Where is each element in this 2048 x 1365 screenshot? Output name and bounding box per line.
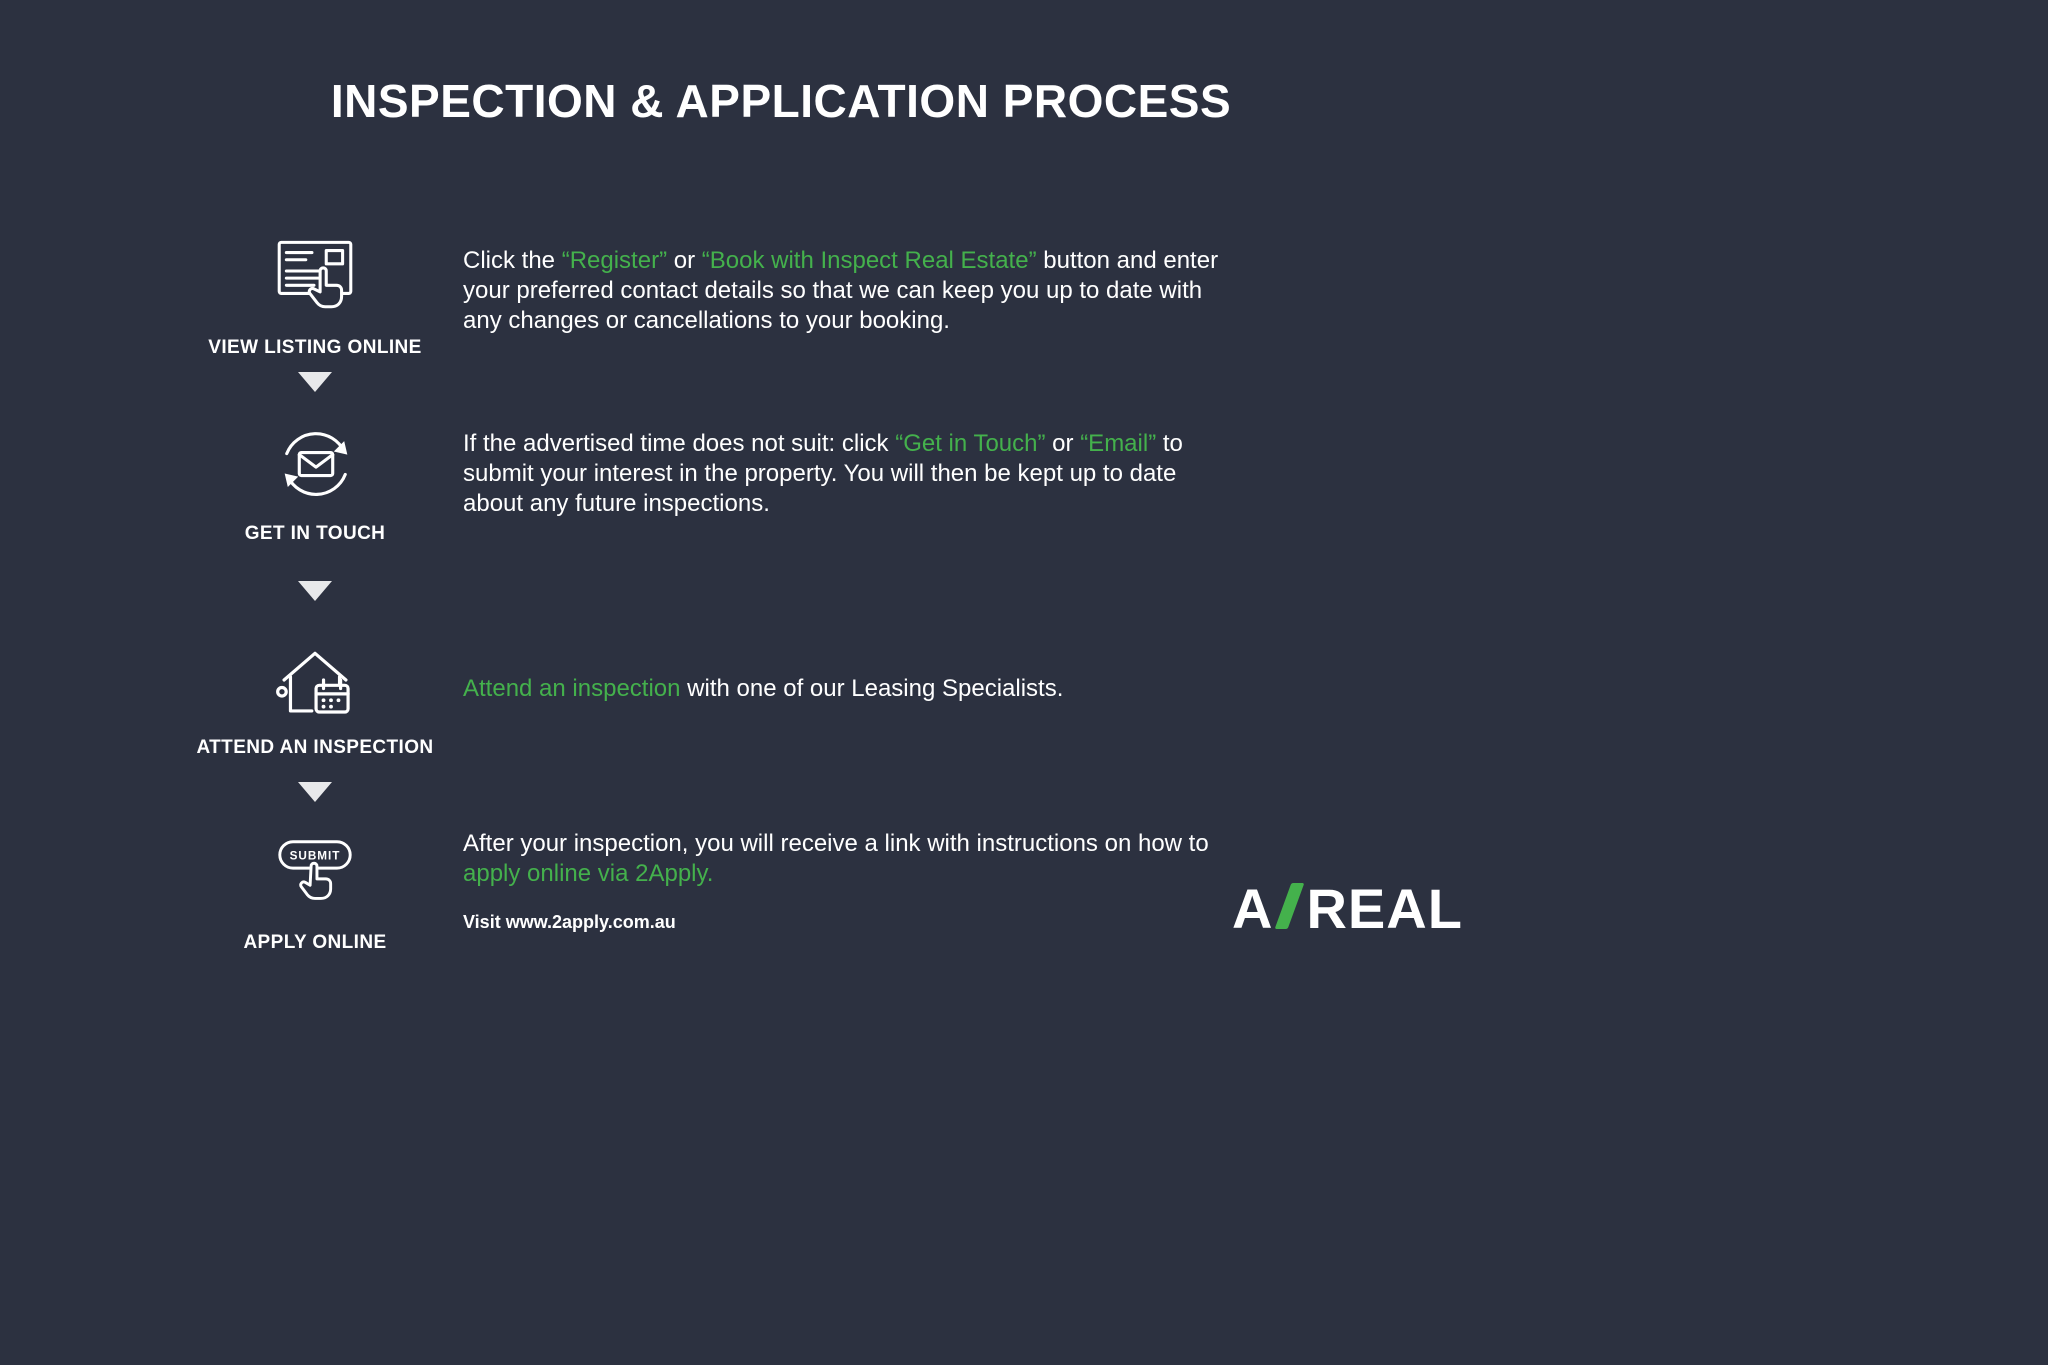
logo-text-a: A — [1232, 877, 1274, 940]
step-label-apply-online: APPLY ONLINE — [243, 932, 387, 953]
areal-logo: A REAL — [1232, 876, 1463, 941]
step-text-get-in-touch: If the advertised time does not suit: cl… — [463, 430, 1183, 517]
down-arrow-icon — [298, 581, 332, 601]
step-text-attend-an-inspection: Attend an inspection with one of our Lea… — [463, 675, 1064, 702]
cursor-hand-icon — [299, 861, 333, 900]
down-arrow-icon — [298, 782, 332, 802]
attend-inspection-icon — [276, 651, 350, 714]
view-listing-online-icon — [277, 240, 353, 309]
step-label-attend-an-inspection: ATTEND AN INSPECTION — [196, 737, 434, 758]
get-in-touch-icon — [284, 432, 348, 496]
down-arrow-icon — [298, 372, 332, 392]
arrowhead — [333, 441, 348, 455]
apply-online-icon: SUBMIT — [278, 840, 352, 900]
step-text-apply-online: After your inspection, you will receive … — [463, 830, 1209, 887]
logo-slash-icon — [1275, 882, 1305, 929]
step-label-view-listing-online: VIEW LISTING ONLINE — [208, 337, 422, 358]
apply-online-note: Visit www.2apply.com.au — [463, 912, 676, 932]
page-title: INSPECTION & APPLICATION PROCESS — [330, 75, 1232, 127]
arrowhead — [284, 473, 299, 488]
step-text-view-listing-online: Click the “Register” or “Book with Inspe… — [463, 247, 1219, 334]
cursor-hand-icon — [307, 266, 344, 309]
calendar-dates — [321, 698, 341, 709]
logo-text-real: REAL — [1306, 877, 1463, 940]
submit-button-label: SUBMIT — [290, 849, 341, 862]
step-label-get-in-touch: GET IN TOUCH — [244, 523, 386, 544]
